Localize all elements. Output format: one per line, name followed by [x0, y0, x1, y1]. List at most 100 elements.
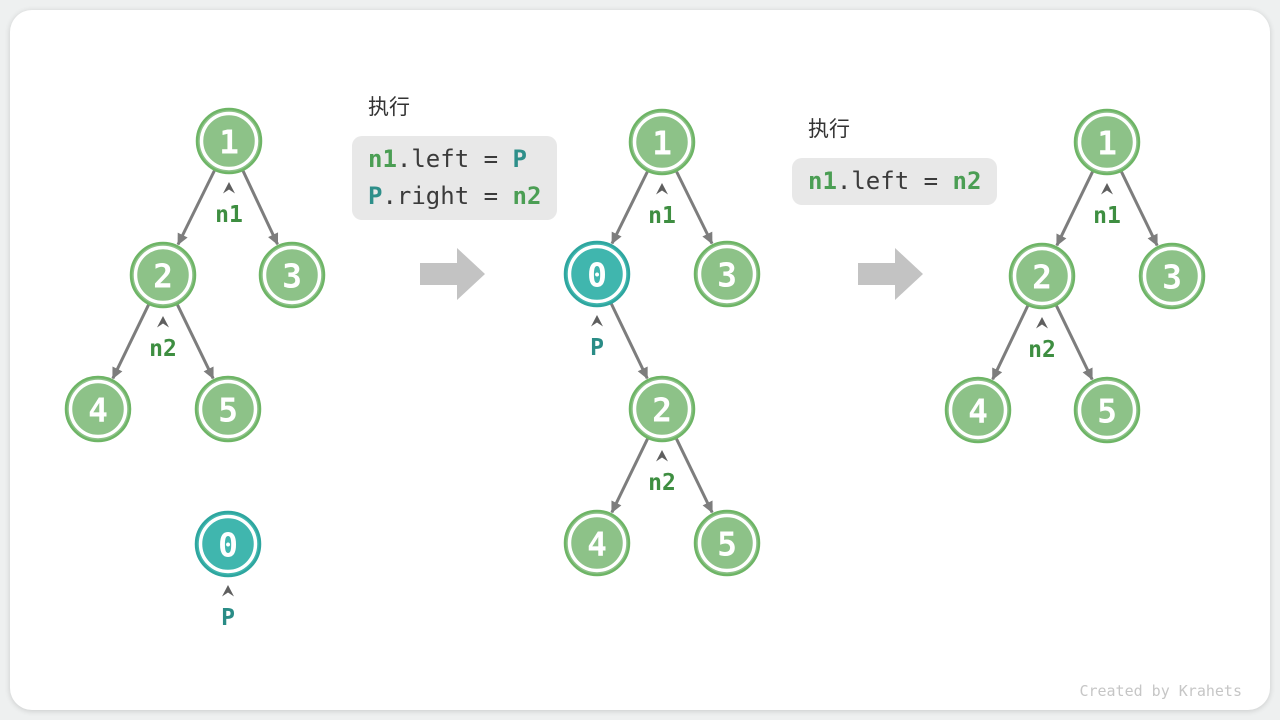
node-ring — [198, 379, 258, 439]
pointer-caret-icon — [1036, 317, 1048, 329]
code-box: n1.left = n2 — [792, 158, 998, 205]
pointer-label: n2 — [1028, 337, 1056, 363]
pointer-caret-icon — [591, 315, 603, 327]
node-ring — [1142, 246, 1202, 306]
pointer-caret-icon — [1101, 183, 1113, 195]
tree-node-2: 2 — [129, 241, 197, 309]
tree-node-3: 3 — [258, 241, 326, 309]
node-ring — [632, 379, 692, 439]
node-circle — [628, 108, 696, 176]
tree-edge — [675, 170, 714, 245]
code-heading: 执行 — [368, 96, 410, 119]
pointer-label: n1 — [215, 202, 243, 228]
node-circle — [1073, 108, 1141, 176]
code-heading: 执行 — [808, 118, 850, 141]
tree-edge — [675, 438, 714, 514]
node-value: 0 — [218, 526, 238, 565]
tree-node-3: 3 — [693, 240, 761, 308]
node-circle — [628, 375, 696, 443]
node-ring — [262, 245, 322, 305]
node-ring — [198, 514, 258, 574]
tree-node-4: 4 — [64, 375, 132, 443]
pointer-caret-icon — [157, 316, 169, 328]
node-value: 4 — [88, 391, 108, 430]
code-token: P — [512, 145, 527, 173]
node-circle — [194, 375, 262, 443]
pointer-label: n1 — [648, 203, 676, 229]
node-ring — [199, 111, 259, 171]
node-circle — [944, 376, 1012, 444]
node-ring — [632, 112, 692, 172]
tree-node-3: 3 — [1138, 242, 1206, 310]
code-token: .right = — [382, 182, 513, 210]
node-ring — [697, 244, 757, 304]
tree-edge — [1055, 305, 1094, 381]
credit-text: Created by Krahets — [1079, 682, 1242, 700]
tree-edge — [610, 170, 649, 245]
code-line: P.right = n2 — [368, 178, 541, 215]
node-value: 1 — [1097, 124, 1117, 163]
code-token: P — [368, 182, 383, 210]
tree-edge — [176, 169, 216, 246]
code-token: n1 — [368, 145, 397, 173]
node-circle — [563, 509, 631, 577]
node-ring — [1077, 380, 1137, 440]
tree-edge — [176, 304, 215, 380]
node-ring — [68, 379, 128, 439]
pointer-caret-icon — [222, 585, 234, 597]
pointer-caret-icon — [656, 183, 668, 195]
node-ring — [133, 245, 193, 305]
node-circle — [64, 375, 132, 443]
node-value: 4 — [968, 392, 988, 431]
tree-node-5: 5 — [1073, 376, 1141, 444]
tree-node-2: 2 — [628, 375, 696, 443]
tree-edge — [241, 170, 279, 246]
node-circle — [1138, 242, 1206, 310]
tree-edge — [1055, 171, 1094, 247]
tree-edge — [1120, 171, 1159, 247]
node-circle — [1008, 242, 1076, 310]
node-circle — [1073, 376, 1141, 444]
node-ring — [1012, 246, 1072, 306]
pointer-label: n2 — [648, 470, 676, 496]
node-circle — [693, 509, 761, 577]
node-value: 4 — [587, 525, 607, 564]
tree-after-remove: 1 2 3 4 5 n1 n2 — [944, 108, 1206, 444]
node-ring — [1077, 112, 1137, 172]
node-value: 2 — [153, 257, 173, 296]
tree-node-5: 5 — [693, 509, 761, 577]
code-line: n1.left = P — [368, 141, 541, 178]
code-token: .left = — [396, 145, 513, 173]
code-token: n2 — [512, 182, 542, 210]
node-circle — [563, 240, 631, 308]
node-value: 1 — [219, 123, 239, 162]
tree-node-1: 1 — [195, 107, 263, 175]
node-ring — [567, 513, 627, 573]
node-value: 0 — [587, 256, 607, 295]
node-value: 3 — [1162, 258, 1182, 297]
node-circle — [194, 510, 262, 578]
node-value: 2 — [1032, 258, 1052, 297]
pointer-label: P — [221, 605, 235, 631]
node-circle — [195, 107, 263, 175]
pointer-caret-icon — [656, 450, 668, 462]
tree-edge — [111, 304, 150, 380]
pointer-label: P — [590, 335, 604, 361]
tree-node-4: 4 — [563, 509, 631, 577]
node-circle — [129, 241, 197, 309]
pointer-caret-icon — [223, 182, 235, 194]
node-value: 5 — [1097, 392, 1117, 431]
tree-node-0: 0 — [194, 510, 262, 578]
node-value: 5 — [717, 525, 737, 564]
node-ring — [567, 244, 627, 304]
code-token: n1 — [808, 167, 837, 195]
pointer-label: n1 — [1093, 203, 1121, 229]
code-token: n2 — [952, 167, 982, 195]
tree-node-4: 4 — [944, 376, 1012, 444]
tree-node-0: 0 — [563, 240, 631, 308]
